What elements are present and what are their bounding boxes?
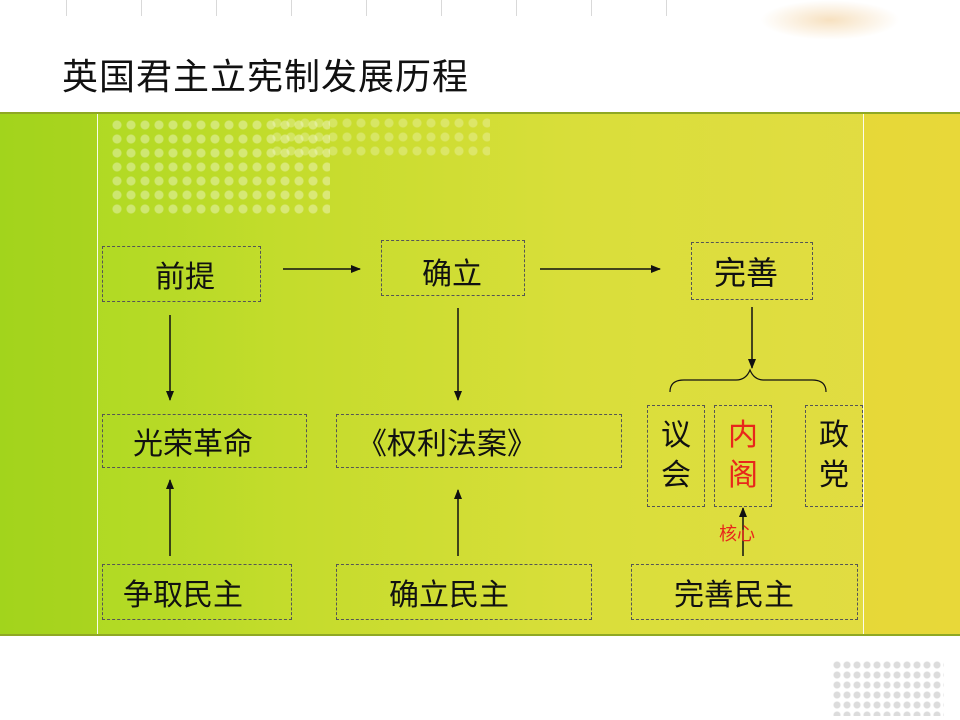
goal-perfect-democracy-label: 完善民主	[674, 578, 794, 613]
goal-perfect-democracy-box: 完善民主	[631, 564, 858, 620]
stage-perfect-label: 完善	[714, 254, 779, 292]
institution-cabinet-char-2: 阁	[728, 458, 758, 493]
event-bill-of-rights-label: 《权利法案》	[357, 427, 537, 462]
institution-party-char-2: 党	[819, 458, 849, 493]
event-glorious-revolution-label: 光荣革命	[133, 427, 253, 462]
stage-establish-box: 确立	[381, 240, 525, 296]
institution-parliament-char-1: 议	[661, 418, 691, 453]
top-decoration	[0, 0, 960, 40]
diagram-background	[0, 112, 960, 636]
institution-cabinet-char-1: 内	[728, 418, 758, 453]
slide-title: 英国君主立宪制发展历程	[62, 57, 470, 98]
corner-dot-pattern	[832, 660, 944, 716]
goal-establish-democracy-label: 确立民主	[389, 578, 509, 613]
institution-party-char-1: 政	[819, 418, 849, 453]
institution-party-box: 政 党	[805, 405, 863, 507]
goal-establish-democracy-box: 确立民主	[336, 564, 592, 620]
event-bill-of-rights-box: 《权利法案》	[336, 414, 622, 468]
goal-fight-democracy-label: 争取民主	[123, 578, 243, 613]
stage-perfect-box: 完善	[691, 242, 813, 300]
stage-establish-label: 确立	[422, 257, 482, 292]
institution-cabinet-box: 内 阁	[714, 405, 772, 507]
core-label: 核心	[719, 524, 755, 545]
institution-parliament-box: 议 会	[647, 405, 705, 507]
stage-premise-box: 前提	[102, 246, 261, 302]
goal-fight-democracy-box: 争取民主	[102, 564, 292, 620]
event-glorious-revolution-box: 光荣革命	[102, 414, 307, 468]
institution-parliament-char-2: 会	[661, 458, 691, 493]
stage-premise-label: 前提	[155, 260, 215, 295]
